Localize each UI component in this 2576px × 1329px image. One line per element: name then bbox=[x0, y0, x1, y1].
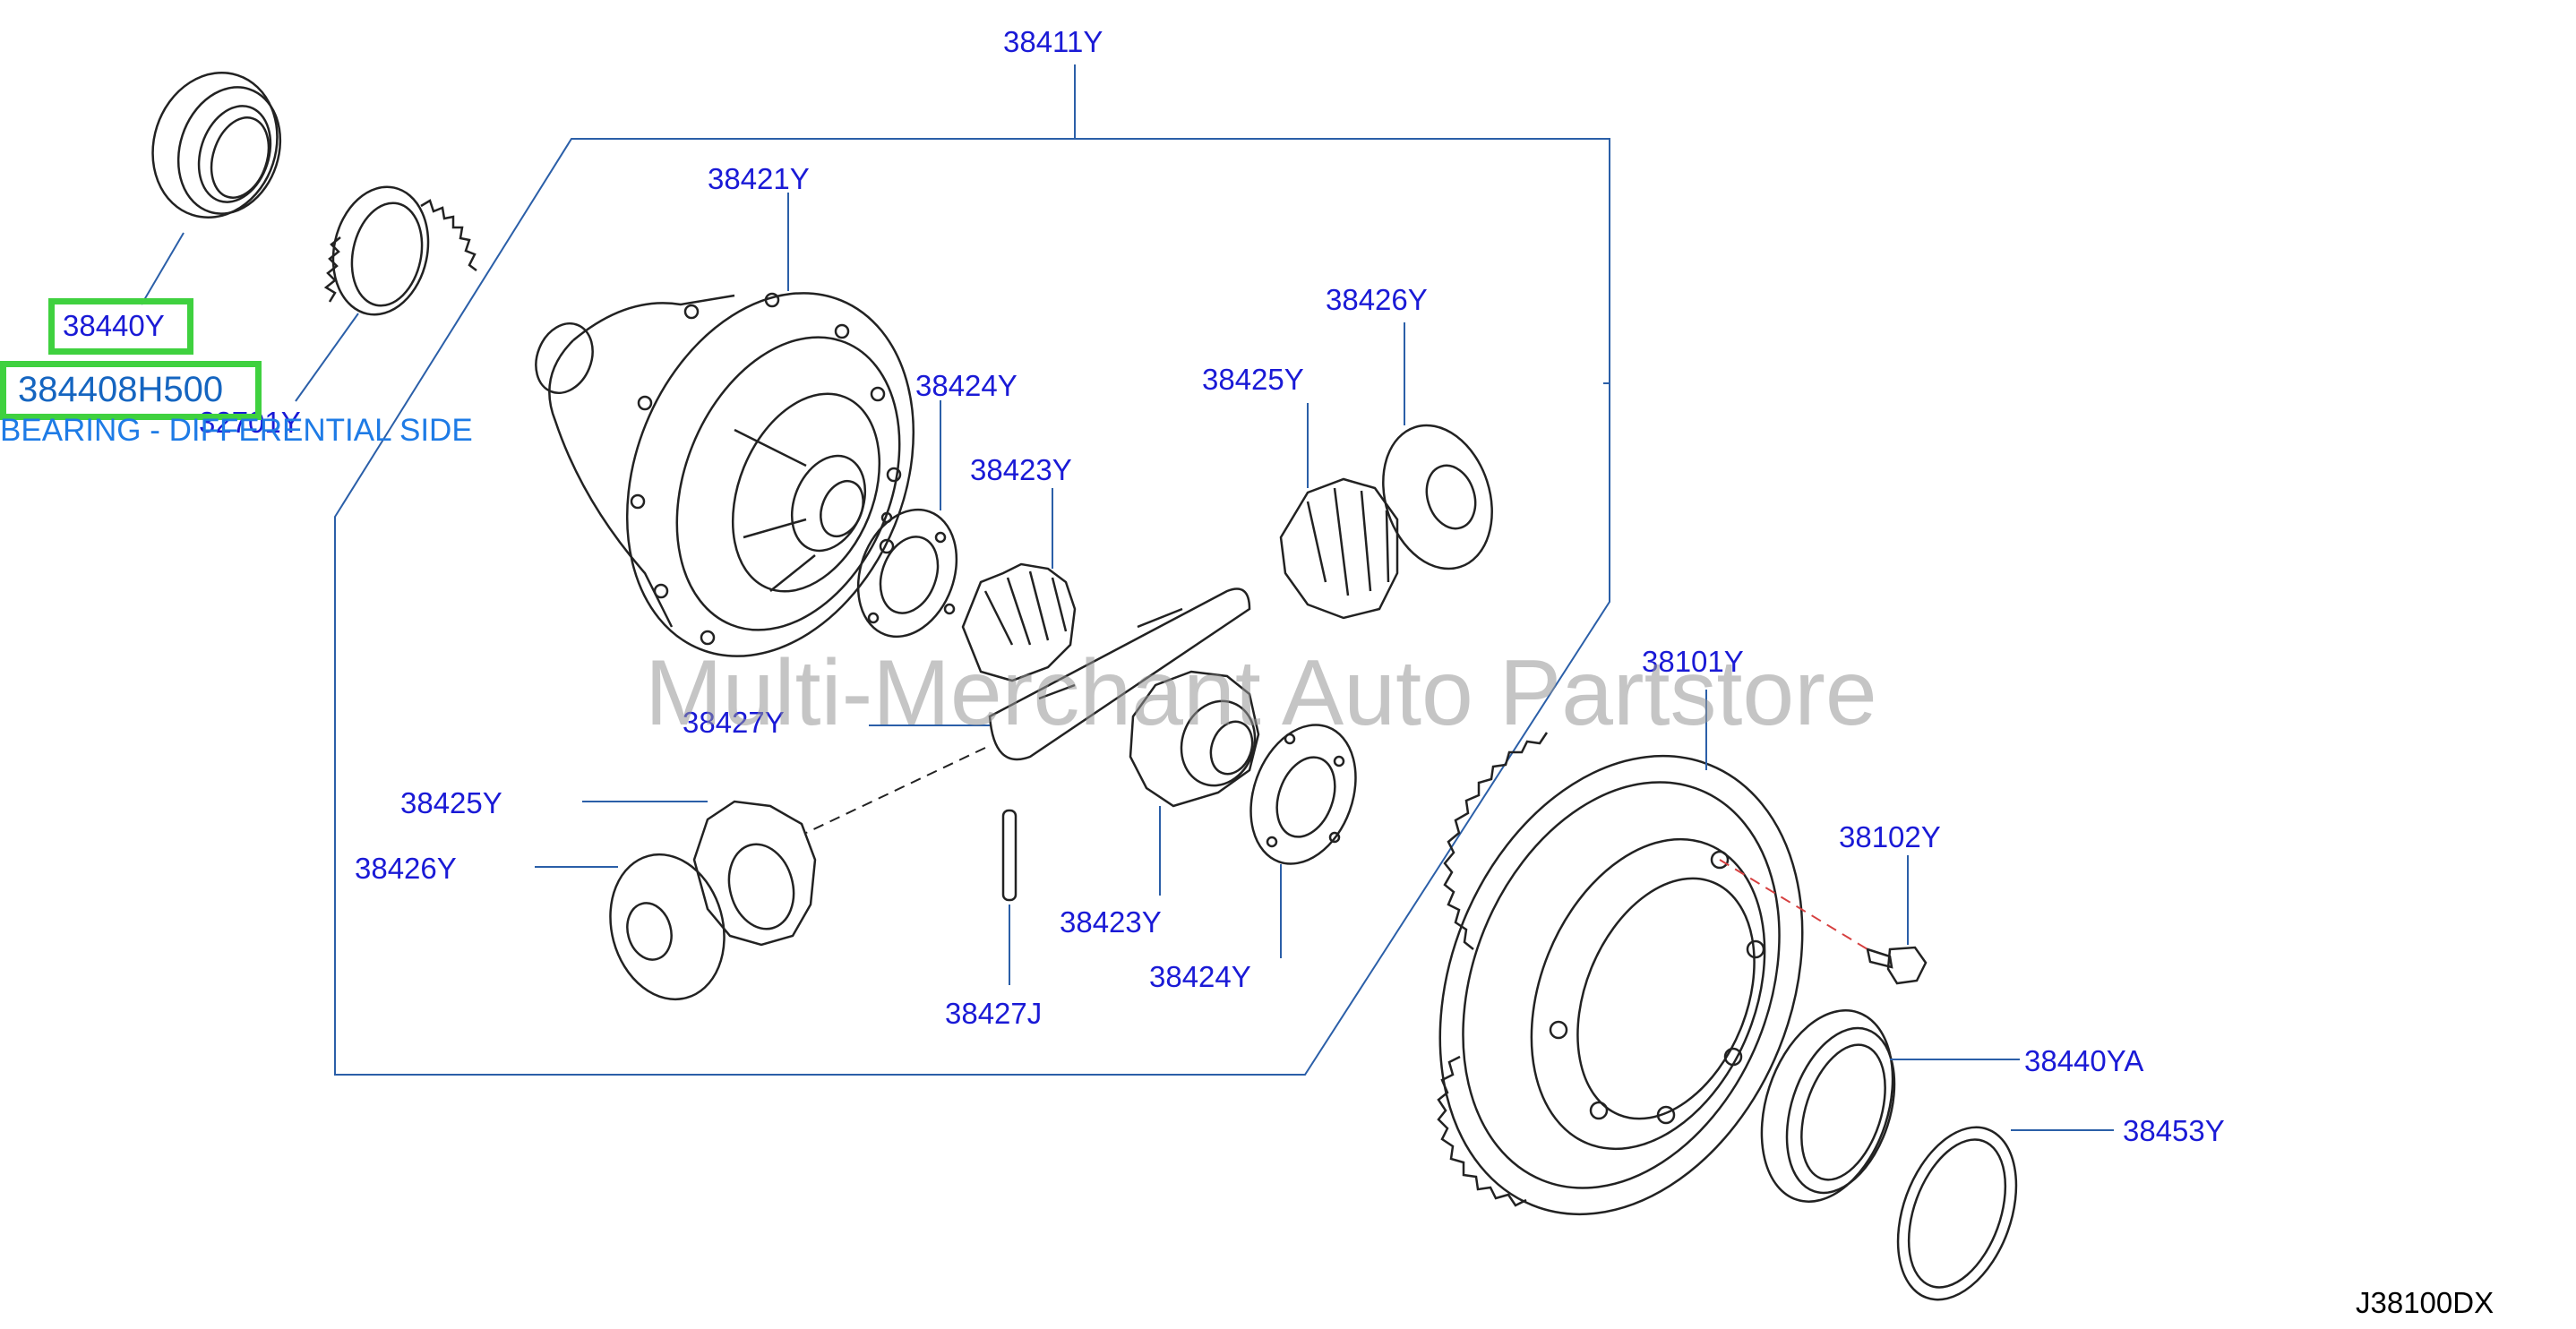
assembly-boundary bbox=[334, 138, 1610, 1076]
leader-38440Y bbox=[141, 232, 185, 305]
callout-38427Y[interactable]: 38427Y bbox=[683, 706, 785, 739]
side-gear-38423Y-bottom[interactable] bbox=[1129, 670, 1267, 808]
pinion-pin-38427J[interactable] bbox=[1001, 809, 1018, 902]
pinion-shaft-38427Y[interactable] bbox=[988, 587, 1251, 761]
callout-38426Y-left[interactable]: 38426Y bbox=[355, 852, 457, 885]
shim-38453Y[interactable] bbox=[1876, 1111, 2038, 1316]
callout-38423Y-top[interactable]: 38423Y bbox=[970, 453, 1072, 486]
callout-38102Y[interactable]: 38102Y bbox=[1839, 820, 1941, 853]
thrust-washer-38426Y-right[interactable] bbox=[1365, 411, 1509, 583]
callout-38440YA[interactable]: 38440YA bbox=[2024, 1044, 2144, 1077]
thrust-washer-38424Y-bottom[interactable] bbox=[1232, 710, 1374, 879]
callout-38101Y[interactable]: 38101Y bbox=[1642, 645, 1744, 678]
callout-32701Y[interactable]: 32701Y bbox=[199, 406, 301, 439]
callout-38426Y-right[interactable]: 38426Y bbox=[1326, 283, 1428, 316]
selected-part-description: BEARING - DIFFERENTIAL SIDE bbox=[0, 413, 473, 448]
ring-gear-bolt-38102Y[interactable] bbox=[1866, 946, 1928, 985]
diagram-code: J38100DX bbox=[2356, 1286, 2494, 1319]
callout-38411Y[interactable]: 38411Y bbox=[1003, 25, 1103, 58]
callout-38440Y[interactable]: 38440Y bbox=[63, 309, 165, 342]
sensor-ring-32701Y[interactable] bbox=[322, 178, 477, 323]
highlight-box-38440Y[interactable] bbox=[48, 298, 193, 355]
callout-38421Y[interactable]: 38421Y bbox=[708, 162, 810, 195]
bearing-38440YA[interactable] bbox=[1739, 993, 1915, 1218]
thrust-washer-38426Y-left[interactable] bbox=[595, 842, 740, 1013]
callout-38423Y-bottom[interactable]: 38423Y bbox=[1060, 905, 1162, 939]
ring-gear-38101Y[interactable] bbox=[1375, 701, 1868, 1269]
callout-38427J[interactable]: 38427J bbox=[945, 997, 1043, 1030]
side-gear-38423Y-top[interactable] bbox=[961, 562, 1077, 682]
bearing-38440Y[interactable] bbox=[134, 56, 296, 234]
pinion-gear-38425Y-left[interactable] bbox=[692, 800, 817, 947]
pinion-gear-38425Y-right[interactable] bbox=[1279, 477, 1399, 620]
callout-38424Y-bottom[interactable]: 38424Y bbox=[1149, 960, 1251, 993]
differential-case-38421Y[interactable] bbox=[526, 250, 966, 699]
store-watermark: Multi-Merchant Auto Partstore bbox=[645, 641, 1877, 745]
thrust-washer-38424Y-top[interactable] bbox=[841, 496, 974, 651]
part-number-384408H500[interactable]: 384408H500 bbox=[18, 370, 224, 409]
highlight-box-384408H500[interactable] bbox=[0, 361, 262, 420]
callout-38453Y[interactable]: 38453Y bbox=[2123, 1114, 2225, 1147]
callout-38424Y-top[interactable]: 38424Y bbox=[915, 369, 1018, 402]
leader-32701Y bbox=[295, 313, 359, 402]
callout-38425Y-left[interactable]: 38425Y bbox=[400, 786, 502, 819]
callout-38425Y-right[interactable]: 38425Y bbox=[1202, 363, 1304, 396]
